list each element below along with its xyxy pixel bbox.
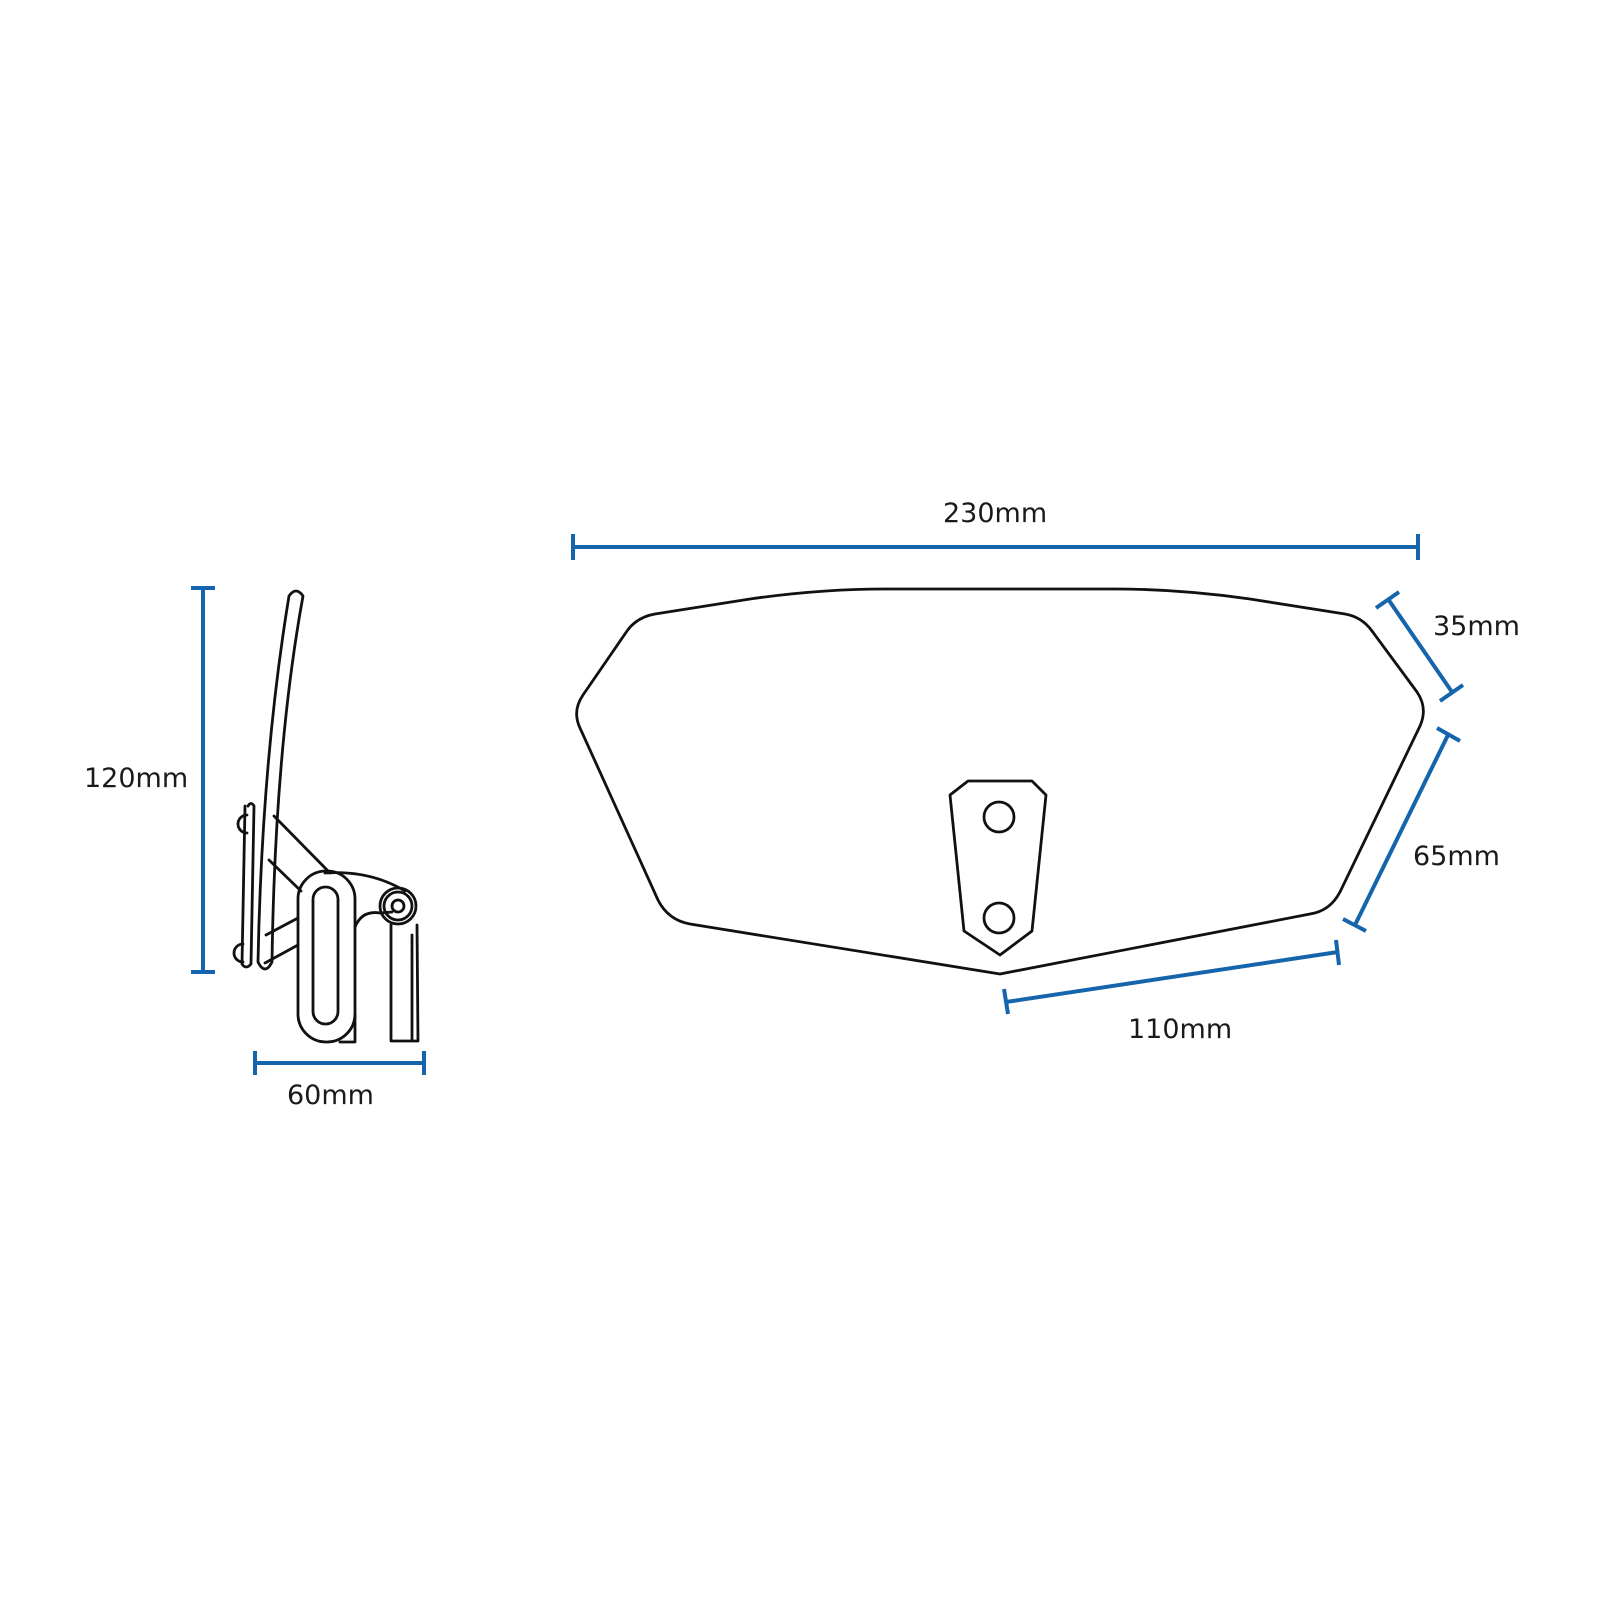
bracket-strip bbox=[240, 802, 256, 969]
lower-edge-label: 65mm bbox=[1413, 841, 1500, 872]
bottom-edge-dimension bbox=[1002, 939, 1341, 1015]
slotted-clamp bbox=[296, 869, 357, 1044]
windshield-outline bbox=[575, 587, 1425, 976]
knob-upper bbox=[236, 813, 249, 835]
knob-lower bbox=[232, 942, 245, 964]
mount-hole-upper bbox=[982, 800, 1016, 834]
strut-lower bbox=[264, 916, 300, 937]
right-leg bbox=[389, 923, 420, 1043]
upper-edge-dimension bbox=[1374, 590, 1465, 703]
strut-bottom bbox=[263, 943, 300, 965]
mount-plate bbox=[948, 779, 1048, 957]
mount-hole-lower bbox=[982, 901, 1016, 935]
pivot-bolt-ring bbox=[382, 890, 414, 922]
strut-mid bbox=[267, 858, 303, 893]
side-height-label: 120mm bbox=[84, 763, 189, 794]
front-width-label: 230mm bbox=[943, 498, 1048, 529]
pivot-bolt-outer bbox=[378, 886, 418, 926]
lower-edge-dimension bbox=[1342, 726, 1461, 933]
bottom-edge-label: 110mm bbox=[1128, 1014, 1233, 1045]
side-width-label: 60mm bbox=[287, 1080, 374, 1111]
clamp-corner bbox=[338, 1013, 357, 1044]
side-view bbox=[191, 586, 426, 1075]
strut-upper bbox=[272, 814, 332, 875]
side-width-dimension bbox=[253, 1051, 426, 1075]
screen-profile bbox=[256, 589, 305, 971]
side-height-dimension bbox=[191, 586, 215, 974]
clamp-slot bbox=[311, 885, 340, 1026]
front-width-dimension bbox=[571, 534, 1420, 560]
pivot-bolt-center bbox=[390, 898, 406, 914]
front-view bbox=[571, 534, 1465, 1015]
upper-edge-label: 35mm bbox=[1433, 611, 1520, 642]
